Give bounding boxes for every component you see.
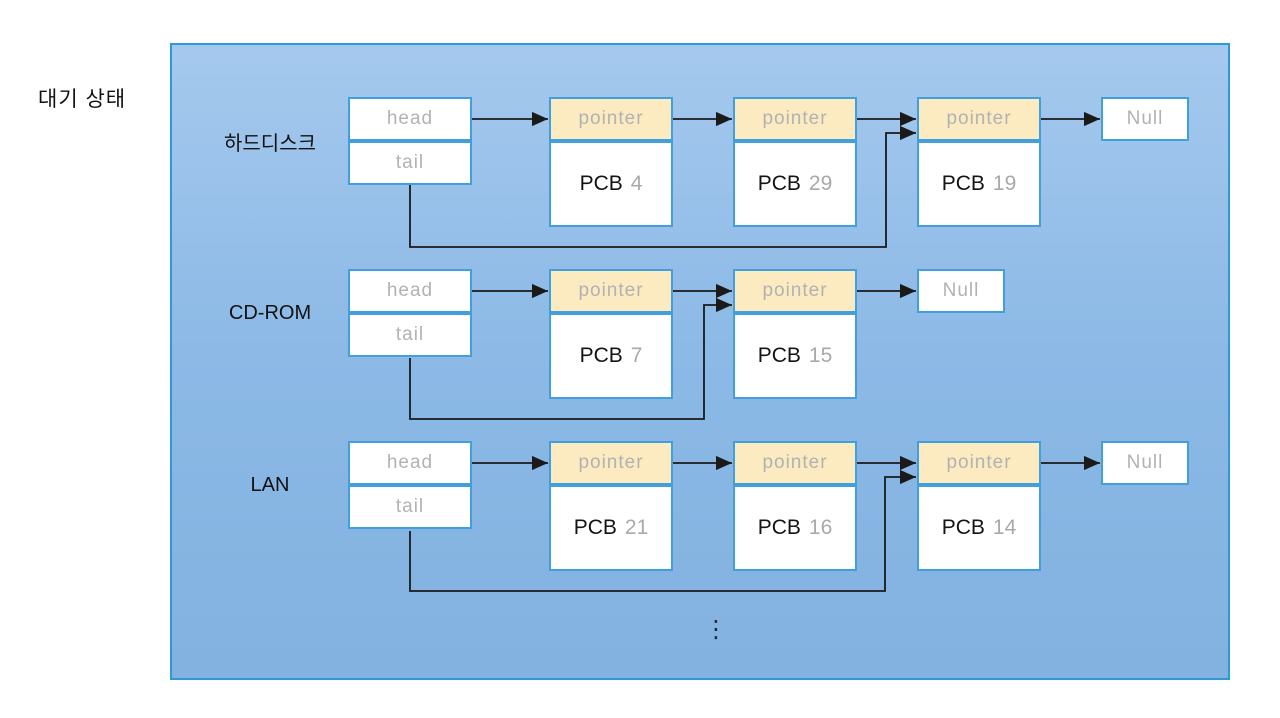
head-cell: head [348, 441, 472, 485]
pcb-number: 4 [630, 172, 643, 195]
pointer-cell: pointer [733, 97, 857, 141]
pcb-label: PCB [757, 516, 801, 539]
pcb-number: 16 [808, 516, 833, 539]
pcb-cell: PCB 21 [549, 485, 673, 571]
pcb-label: PCB [579, 172, 623, 195]
ellipsis: ⋮ [704, 616, 728, 643]
pointer-cell: pointer [917, 97, 1041, 141]
tail-cell: tail [348, 141, 472, 185]
pcb-label: PCB [757, 172, 801, 195]
tail-cell: tail [348, 485, 472, 529]
pcb-number: 29 [808, 172, 833, 195]
pointer-label: pointer [946, 452, 1012, 473]
tail-label: tail [395, 152, 425, 173]
null-label: Null [1126, 452, 1164, 473]
null-label: Null [942, 280, 980, 301]
pcb-number: 7 [630, 344, 643, 367]
pointer-label: pointer [578, 280, 644, 301]
pcb-number: 14 [992, 516, 1017, 539]
pointer-label: pointer [762, 280, 828, 301]
tail-label: tail [395, 324, 425, 345]
pcb-number: 19 [992, 172, 1017, 195]
pcb-number: 21 [624, 516, 649, 539]
pcb-cell: PCB 14 [917, 485, 1041, 571]
pointer-cell: pointer [733, 269, 857, 313]
pointer-cell: pointer [549, 441, 673, 485]
tail-label: tail [395, 496, 425, 517]
pointer-label: pointer [762, 108, 828, 129]
pcb-number: 15 [808, 344, 833, 367]
page-title: 대기 상태 [38, 88, 127, 111]
pointer-cell: pointer [733, 441, 857, 485]
head-label: head [386, 452, 434, 473]
pcb-cell: PCB 29 [733, 141, 857, 227]
pcb-cell: PCB 16 [733, 485, 857, 571]
pcb-cell: PCB 19 [917, 141, 1041, 227]
pcb-label: PCB [579, 344, 623, 367]
row-label-harddisk: 하드디스크 [224, 132, 316, 155]
pointer-cell: pointer [549, 97, 673, 141]
row-label-cdrom: CD-ROM [228, 301, 312, 324]
head-label: head [386, 280, 434, 301]
pcb-label: PCB [573, 516, 617, 539]
pcb-cell: PCB 7 [549, 313, 673, 399]
pointer-label: pointer [578, 108, 644, 129]
pointer-label: pointer [578, 452, 644, 473]
head-cell: head [348, 97, 472, 141]
pcb-label: PCB [941, 172, 985, 195]
head-cell: head [348, 269, 472, 313]
null-box: Null [917, 269, 1005, 313]
pointer-label: pointer [762, 452, 828, 473]
null-box: Null [1101, 441, 1189, 485]
pointer-cell: pointer [549, 269, 673, 313]
pcb-cell: PCB 4 [549, 141, 673, 227]
pcb-cell: PCB 15 [733, 313, 857, 399]
pointer-label: pointer [946, 108, 1012, 129]
tail-cell: tail [348, 313, 472, 357]
head-label: head [386, 108, 434, 129]
pcb-label: PCB [757, 344, 801, 367]
row-label-lan: LAN [250, 473, 290, 496]
pcb-label: PCB [941, 516, 985, 539]
pointer-cell: pointer [917, 441, 1041, 485]
null-box: Null [1101, 97, 1189, 141]
null-label: Null [1126, 108, 1164, 129]
